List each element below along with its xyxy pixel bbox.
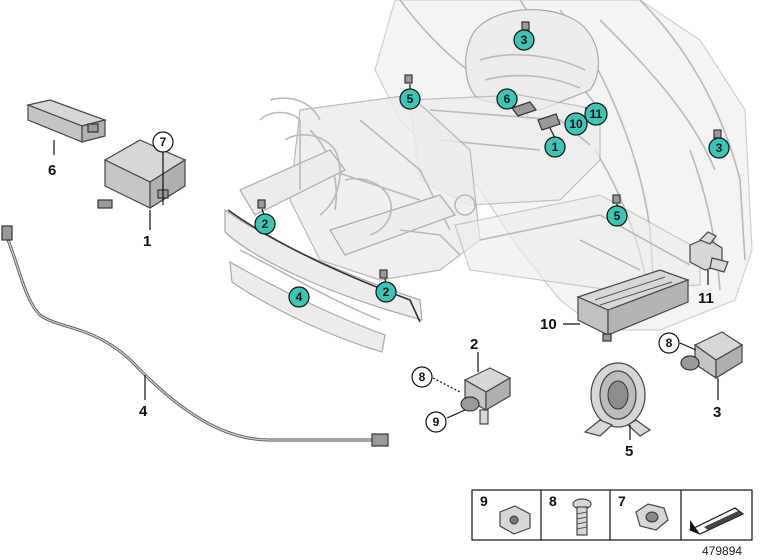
svg-text:3: 3 — [521, 33, 528, 47]
legend-label-7: 7 — [618, 493, 626, 509]
label-8b-circle: 8 — [658, 332, 680, 354]
callout-5-mid: 5 — [606, 205, 628, 227]
legend-label-8: 8 — [549, 493, 557, 509]
label-1: 1 — [143, 233, 151, 250]
svg-text:11: 11 — [590, 107, 603, 121]
svg-text:6: 6 — [504, 92, 511, 106]
svg-text:4: 4 — [296, 290, 303, 304]
callout-bubbles: 3 5 6 11 10 1 3 2 — [254, 29, 730, 308]
label-8b: 8 — [666, 336, 673, 350]
svg-text:2: 2 — [383, 285, 390, 299]
callout-5-top: 5 — [399, 88, 421, 110]
part-4-wiring-harness — [1, 209, 421, 447]
svg-text:3: 3 — [716, 141, 723, 155]
callout-2-bottom: 2 — [375, 281, 397, 303]
label-9: 9 — [433, 415, 440, 429]
callout-3-right: 3 — [708, 137, 730, 159]
fastener-legend: 9 8 7 — [471, 489, 753, 541]
part-11-clip — [689, 231, 729, 273]
label-6: 6 — [48, 162, 56, 179]
screw-icon — [572, 498, 592, 536]
label-2: 2 — [470, 336, 478, 353]
clip-nut-icon — [499, 505, 531, 535]
arrow-icon — [688, 507, 745, 535]
hex-nut-icon — [635, 503, 669, 531]
svg-text:5: 5 — [614, 209, 621, 223]
part-labels: 6 7 1 4 2 8 9 5 10 11 8 3 — [48, 131, 721, 460]
label-10: 10 — [540, 316, 557, 333]
legend-label-9: 9 — [480, 493, 488, 509]
svg-text:5: 5 — [407, 92, 414, 106]
callout-11: 11 — [584, 102, 608, 126]
part-5-round-sensor — [583, 362, 652, 437]
callout-6: 6 — [496, 88, 518, 110]
part-1-control-unit — [97, 139, 187, 210]
car-body-shell — [224, 0, 753, 353]
callout-3-top: 3 — [513, 29, 535, 51]
label-5: 5 — [625, 443, 633, 460]
label-3: 3 — [713, 404, 721, 421]
callout-1: 1 — [544, 136, 566, 158]
part-2-sensor — [460, 367, 512, 425]
part-3-sensor — [680, 331, 744, 380]
label-4: 4 — [139, 403, 148, 420]
label-11: 11 — [698, 290, 714, 307]
svg-text:2: 2 — [262, 217, 269, 231]
svg-text:1: 1 — [552, 140, 559, 154]
label-8a-circle: 8 — [411, 366, 433, 388]
callout-2-left: 2 — [254, 213, 276, 235]
part-10-bracket — [576, 269, 690, 342]
label-9-circle: 9 — [425, 411, 447, 433]
part-6-module — [25, 99, 108, 143]
svg-text:10: 10 — [569, 117, 583, 131]
callout-4: 4 — [288, 286, 310, 308]
label-8a: 8 — [419, 370, 426, 384]
reference-number: 479894 — [702, 544, 742, 558]
callout-10: 10 — [564, 112, 588, 136]
body-sensor-markers — [257, 21, 722, 279]
label-7-circle: 7 — [152, 131, 174, 153]
label-7: 7 — [160, 135, 167, 149]
